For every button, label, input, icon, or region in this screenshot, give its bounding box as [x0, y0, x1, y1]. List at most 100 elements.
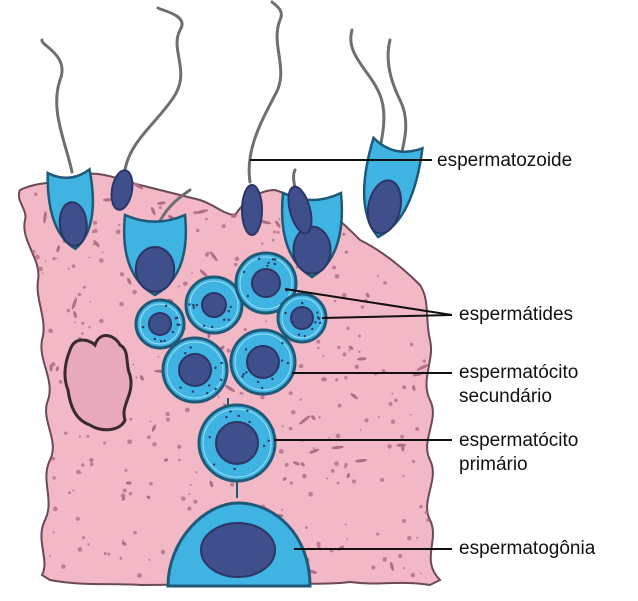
granule	[383, 281, 387, 285]
granule	[120, 557, 123, 560]
granule	[133, 531, 137, 535]
granule	[316, 340, 320, 344]
flagellum	[125, 8, 182, 170]
granule	[178, 459, 181, 462]
granule	[127, 439, 132, 444]
granule	[45, 260, 47, 262]
label-spermatozoa: espermatozoide	[437, 150, 572, 172]
secondary-spermatocyte	[163, 338, 227, 402]
spermatid-dot	[192, 304, 194, 306]
granule	[205, 253, 209, 257]
spermatid-dot	[193, 306, 195, 308]
granule	[337, 346, 340, 349]
flagellum	[388, 40, 406, 160]
granule	[78, 547, 83, 552]
granule	[93, 221, 97, 225]
granule	[227, 349, 231, 353]
spermatid-nucleus	[149, 313, 171, 335]
granule	[99, 319, 103, 323]
primary-spermatocyte-nucleus	[216, 422, 258, 464]
spermatid-dot	[267, 262, 269, 264]
granule	[377, 275, 379, 277]
label-spermatogonia: espermatogônia	[459, 538, 595, 560]
granule	[411, 573, 416, 578]
granule	[365, 418, 369, 422]
spermatid-dot	[172, 331, 174, 333]
label-secondary-spermatocyte-line1: espermatócito	[459, 362, 578, 384]
granule	[398, 554, 402, 558]
spermatid-dot	[314, 321, 316, 323]
secondary-spermatocyte-dot	[281, 342, 283, 344]
granule	[289, 427, 293, 431]
secondary-spermatocyte-nucleus	[247, 346, 279, 378]
primary-spermatocyte-dot	[238, 415, 240, 417]
spermatid-dot	[301, 302, 303, 304]
granule	[177, 445, 181, 449]
granule	[334, 461, 339, 466]
granule	[416, 537, 418, 539]
granule	[74, 321, 76, 323]
granule	[426, 518, 429, 521]
granule	[402, 519, 406, 523]
granule	[425, 511, 429, 515]
granule	[137, 573, 142, 578]
spermatid	[186, 277, 242, 333]
granule	[412, 460, 415, 463]
granule	[89, 458, 93, 462]
granule	[285, 463, 289, 467]
granule	[358, 351, 360, 353]
granule	[345, 250, 348, 253]
granule	[149, 420, 151, 422]
spermatid-dot	[298, 334, 300, 336]
spermatid-dot	[176, 317, 178, 319]
granule	[279, 449, 284, 454]
granule	[132, 364, 134, 366]
granule	[342, 233, 345, 236]
granule	[387, 444, 392, 449]
granule	[90, 301, 92, 303]
granule	[53, 507, 58, 512]
granule	[299, 399, 301, 401]
granule	[240, 392, 243, 395]
granule	[391, 393, 393, 395]
spermatid-dot	[274, 258, 276, 260]
granule	[328, 437, 330, 439]
granule	[218, 396, 220, 398]
granule	[415, 427, 419, 431]
secondary-spermatocyte-dot	[242, 373, 244, 375]
granule	[337, 482, 340, 485]
granule	[159, 206, 162, 209]
granule	[149, 482, 153, 486]
secondary-spermatocyte-dot	[287, 362, 289, 364]
primary-spermatocyte-dot	[225, 416, 227, 418]
spermatid-nucleus	[291, 307, 313, 329]
granule	[265, 320, 267, 322]
granule	[282, 425, 284, 427]
granule	[61, 564, 66, 569]
granule	[234, 263, 237, 266]
granule	[49, 555, 51, 557]
spermatid-nucleus	[136, 247, 174, 292]
secondary-spermatocyte-dot	[220, 379, 222, 381]
primary-spermatocyte	[199, 405, 275, 481]
granule	[342, 293, 347, 298]
granule	[88, 326, 90, 328]
spermatid-nucleus	[202, 293, 226, 317]
granule	[119, 302, 123, 306]
secondary-spermatocyte	[231, 330, 295, 394]
granule	[68, 491, 71, 494]
granule	[181, 496, 186, 501]
secondary-spermatocyte-nucleus	[179, 354, 211, 386]
spermatid	[136, 300, 184, 348]
granule	[261, 242, 263, 244]
spermatid-dot	[304, 335, 306, 337]
granule	[391, 420, 395, 424]
granule	[193, 500, 197, 504]
granule	[413, 385, 415, 387]
granule	[272, 239, 275, 242]
granule	[230, 483, 234, 487]
spermatid-dot	[274, 263, 276, 265]
spermatid-dot	[318, 317, 320, 319]
granule	[72, 489, 74, 491]
granule	[342, 352, 346, 356]
